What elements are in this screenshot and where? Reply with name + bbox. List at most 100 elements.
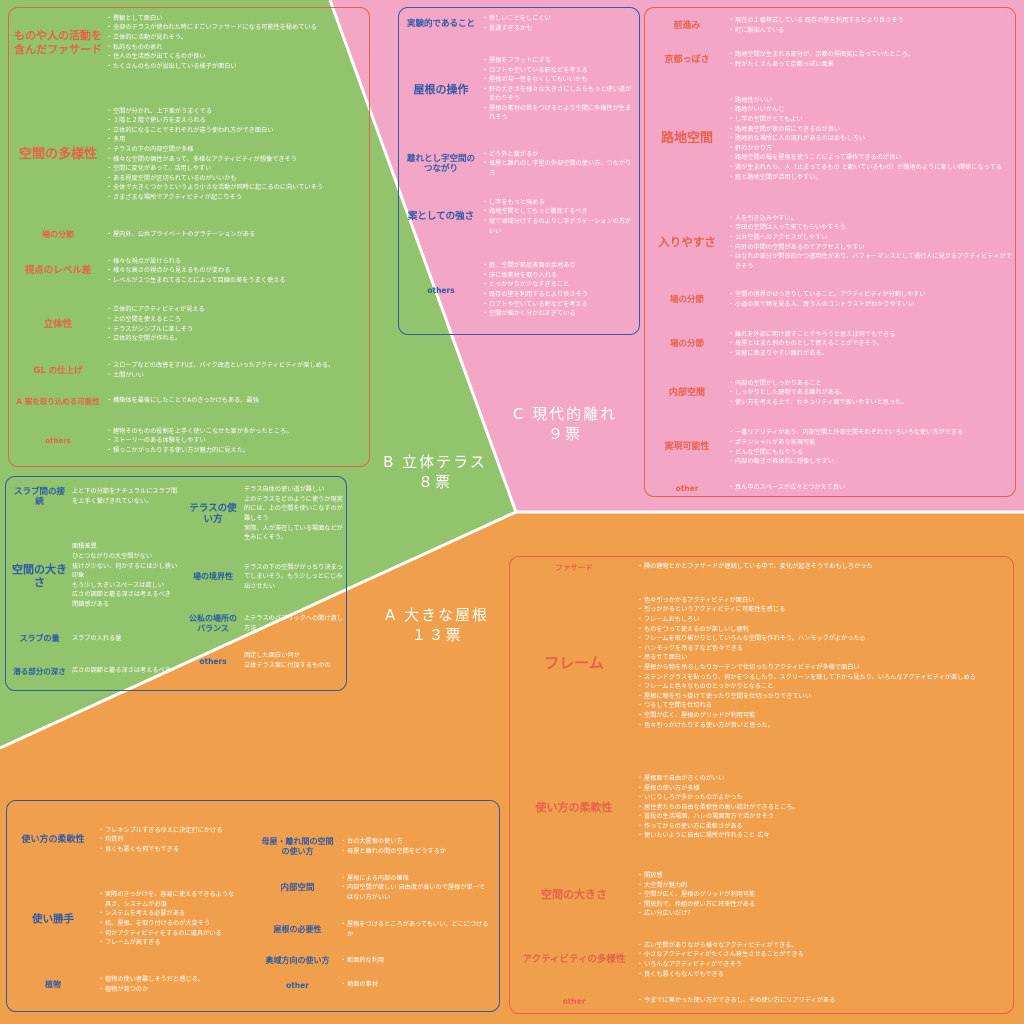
comment-list: 様々な視点が設けられる様々な高さの視点から見えるものが変わるレベルが２つ生まれて… — [106, 257, 366, 286]
comment-item: 広い空間がありながら様々なアクティビティができる。 — [637, 941, 997, 951]
comment-item: 広い分広いだけ？ — [637, 909, 997, 919]
comment-item: 立体的になることでそれぞれが違う使われ方ができ面白い — [106, 126, 366, 136]
category-row: 離れとし字空間のつながりどう外と繋がるか母屋と離れのし字型の外部空間の使い方、つ… — [400, 143, 637, 185]
comment-list: 屋内外、公共プライベートのグラデーションがある — [106, 230, 366, 240]
comment-item: 縦で領域分けするのよりし字グラデーションの方がいい — [482, 217, 637, 236]
comment-item: 路地空間としてもっと徹底するべき — [482, 207, 637, 217]
comment-item: 開放的で、枠組の使い方に将来性がある — [637, 900, 997, 910]
comment-list: 一番リアリティがあり、内部空間と外部空間それぞれでいろいろな使い方ができるポテン… — [728, 428, 1013, 466]
category-row: ものや人の活動を含んだファサード費観として面白い全部のテラスが使われた時にすごい… — [10, 10, 366, 75]
category-row: 視点のレベル差様々な視点が設けられる様々な高さの視点から見えるものが変わるレベル… — [10, 250, 366, 292]
comment-item: ものをつって使えるのが楽しいし便利 — [637, 625, 997, 635]
comment-list: 開放感大空間が魅力的空間が広く、屋根のグリッドが利用可能開放的で、枠組の使い方に… — [637, 871, 997, 919]
comment-item: 庭と路地空間が活用しやすい。 — [728, 173, 1013, 183]
comment-item: 台の大屋根の使い方 — [340, 837, 490, 847]
comment-item: 屋根の使い方が多様 — [637, 784, 997, 794]
category-row: other真ん中のスペースが広々とつかえて良い — [646, 481, 1013, 495]
comment-item: 普通すぎるかも — [482, 24, 637, 34]
comment-item: 閉鎖感がある — [72, 600, 110, 608]
category-row: 使い勝手実際のきっかけを、容易に使えるできるような具さ、システムが必須システムを… — [8, 875, 238, 963]
comment-item: 上のテラスをどのように使うか現実的には、上の空間を使いこなすのが難しそう — [244, 495, 343, 522]
comment-item: 土間がいい — [106, 371, 366, 381]
comment-item: 一番リアリティがあり、内部空間と外部空間それぞれでいろいろな使い方ができる — [728, 428, 1013, 438]
comment-item: し字の空間がとてもよい — [728, 115, 1013, 125]
category-label: 場の分節 — [669, 338, 704, 349]
comment-item: 母屋と離れの間の空間をどうするか — [340, 847, 490, 857]
comment-item: ハンモックを吊るすなど色々できる — [637, 644, 997, 654]
comment-list: どう外と繋がるか母屋と離れのし字型の外部空間の使い方、つながり方 — [482, 150, 637, 179]
comment-item: 新しいことをしにくい — [482, 14, 637, 24]
comment-item: 立体的な空間が作れる。 — [106, 334, 366, 344]
comment-list: 植物の使い者難しそうだと感じる。植物が育つのか — [98, 975, 238, 994]
comment-list: 今までに無かった使い方ができるし、その使い方にリアリティがある — [637, 996, 997, 1006]
comment-item: つるして空間を仕切れる — [637, 701, 997, 711]
comment-item: 色々引っかけたりする使い方が良いと思った。 — [637, 721, 997, 731]
comment-item: 内部の動きが具体的に想像しやすい — [728, 457, 1013, 467]
comment-item: どんな空間にもなりうる — [728, 448, 1013, 458]
category-row: others 庭、空間が窮屈表面の余地あり床に板素材を取り入れるとっかかりが少なす… — [400, 252, 637, 328]
category-label: 奥域方向の使い方 — [265, 956, 330, 966]
comment-item: 全部のテラスが使われた時にすごいファサードになる可能性を秘めている — [106, 23, 366, 33]
comment-list: 人を引き込みやすい。寺田の空間は入って来てもらいやすそう公共空間へのアクセスがし… — [728, 214, 1013, 272]
comment-list: 路地空間が生まれる部分が、京都の雰囲気に合っていたところ。軒がたくさんあって京都… — [728, 50, 1013, 69]
category-row: スラブの量スラブの入れる量 — [7, 632, 182, 646]
comment-item: 引っかかるというアクティビティに可能性を感じる — [637, 605, 997, 615]
c-critique-box — [398, 7, 640, 335]
comment-list: 庭、空間が窮屈表面の余地あり床に板素材を取り入れるとっかかりが少なすぎること既存… — [482, 261, 637, 319]
comment-item: 路地的な場所に人の流れがあるのはおもしろい — [728, 134, 1013, 144]
comment-list: 屋根による内部の確保内部空間が欲しい 自由度が高いので屋根が単一ではない方がいい — [340, 874, 490, 903]
comment-list: 固定した面白い何か立体テラス案に付加するものの — [244, 651, 344, 670]
category-label: 入りやすさ — [658, 234, 716, 249]
comment-item: 多用 — [106, 135, 366, 145]
category-label: 空間の大きさ — [541, 888, 607, 902]
category-label: 植物 — [45, 980, 61, 990]
comment-item: レベルが２つ生まれてることによって目線の差をうまく使える — [106, 276, 366, 286]
comment-item: ストーリーのある体験をしやすい — [106, 436, 366, 446]
comment-item: 居住者たちの自由な柔軟性の高い設計ができるところ。 — [637, 803, 997, 813]
comment-item: フレームと色々なもののとっかかりとなること — [637, 682, 997, 692]
comment-item: 立体テラス案に付加するものの — [244, 662, 331, 669]
comment-item: 現在の１番移式している 既存の壁を利用するとより良さそう — [728, 16, 1013, 26]
comment-item: 屋根による内部の確保 — [340, 874, 490, 884]
b-feedback-box — [8, 7, 370, 467]
comment-list: テラスの下の空間ががっちり決まってしまいそう。もう少しっとにじみ出させたい — [244, 563, 344, 592]
category-row: other 今までに無かった使い方ができるし、その使い方にリアリティがある — [511, 994, 997, 1008]
category-label: others — [427, 285, 455, 295]
category-label: other — [562, 996, 586, 1006]
category-label: other — [675, 483, 699, 493]
comment-item: 軒の大きさを様々な大きさにしたらもっと使い道が変わりそう — [482, 85, 637, 104]
category-row: 内部空間 内部の空間がしっかりあることしっかりとした建物である離れがある。使い方を… — [646, 372, 1013, 414]
comment-item: 実際、人が滞在している場面などが生みにくそう。 — [244, 524, 343, 542]
comment-item: 軒のかかり方 — [728, 144, 1013, 154]
divider-line — [328, 0, 518, 513]
category-label: 内部空間 — [668, 387, 705, 398]
comment-list: 空間の境界がはっきりしていること。アクティビティが分割しやすい小道の奥で物を見る… — [728, 290, 1013, 309]
comment-item: 屋根の素材の質をつけるとより空間に多様性が生まれそう — [482, 104, 637, 123]
category-label: スラブの量 — [19, 634, 60, 644]
comment-list: 内部の空間がしっかりあることしっかりとした建物である離れがある。使い方を考える上… — [728, 379, 1013, 408]
comment-item: 開放感 — [637, 871, 997, 881]
comment-item: 床に板素材を取り入れる — [482, 271, 637, 281]
comment-item: 内部の空間がしっかりあること — [728, 379, 1013, 389]
comment-item: 人を引き込みやすい。 — [728, 214, 1013, 224]
comment-item: 屋内外、公共プライベートのグラデーションがある — [106, 230, 366, 240]
comment-item: 空間が広く、屋根のグリッドが利用可能 — [637, 890, 997, 900]
category-label: 使い方の柔軟性 — [21, 834, 85, 845]
comment-item: ひとつながりの大空間がない — [72, 553, 153, 561]
category-row: 空間の多様性空間が分かれ、上下差がうまくでる１階と２階で使い方を変えられる立体的… — [10, 92, 366, 217]
comment-item: 空間に変化があって、活用しやすい — [106, 164, 366, 174]
comment-item: 色々引っかかるアクティビティが面白い — [637, 596, 997, 606]
category-label: 路地空間 — [660, 131, 713, 147]
comment-item: し字をもっと強める — [482, 198, 637, 208]
divider-line — [0, 510, 517, 750]
category-label: 場の分節 — [42, 230, 74, 240]
category-label: テラスの使い方 — [189, 502, 237, 525]
comment-item: フレキシブルすぎるゆえに決定打にかける — [98, 826, 238, 836]
category-row: 植物 植物の使い者難しそうだと感じる。植物が育つのか — [8, 970, 238, 1000]
category-label: GL の仕上げ — [33, 365, 83, 376]
comment-item: 様々な空間の個性があって、多様なアクティビティが想像できそう — [106, 155, 366, 165]
category-label: 場の境界性 — [193, 572, 233, 582]
comment-list: スロープなどの改善をすれば、バイク改造といったアクティビティが楽しめる。土間がい… — [106, 361, 366, 380]
comment-item: 均質的 — [98, 835, 238, 845]
category-label: 内部空間 — [280, 882, 315, 893]
